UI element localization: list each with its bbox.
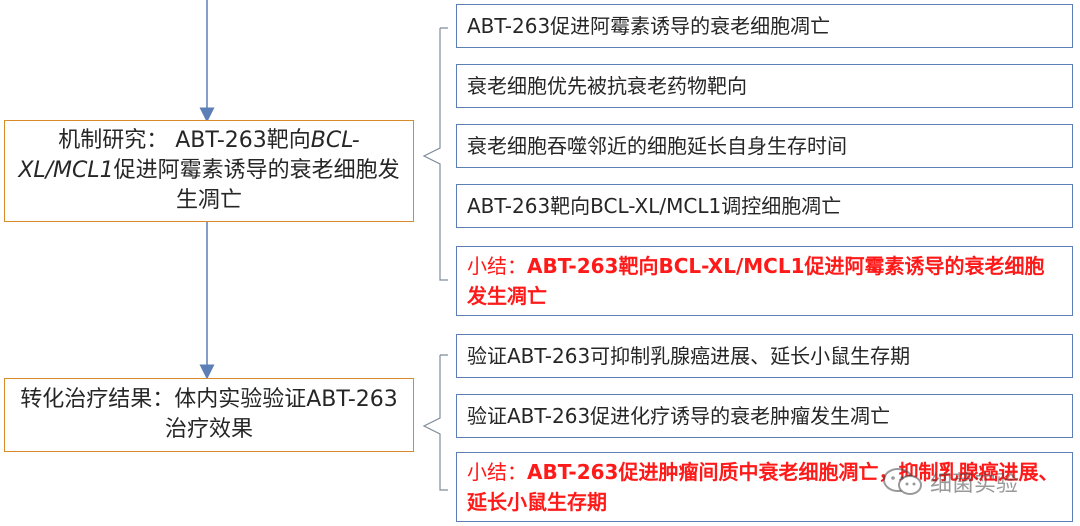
translation-label: 转化治疗结果：体内实验验证ABT-263治疗效果 [20, 387, 398, 442]
mechanism-node: 机制研究： ABT-263靶向BCL-XL/MCL1促进阿霉素诱导的衰老细胞发生… [4, 120, 414, 222]
mechanism-label-italic: BCL-XL/MCL1 [18, 128, 360, 183]
mechanism-summary-prefix: 小结： [467, 254, 527, 278]
translation-summary: 小结：ABT-263促进肿瘤间质中衰老细胞凋亡，抑制乳腺癌进展、延长小鼠生存期 [456, 452, 1073, 522]
mechanism-item-3: 衰老细胞吞噬邻近的细胞延长自身生存时间 [456, 124, 1073, 168]
watermark: 细菌实验 [882, 466, 1018, 498]
watermark-text: 细菌实验 [930, 472, 1019, 497]
bracket-mechanism [422, 27, 448, 281]
translation-summary-text: ABT-263促进肿瘤间质中衰老细胞凋亡，抑制乳腺癌进展、延长小鼠生存期 [467, 460, 1059, 514]
bracket-translation [422, 354, 448, 491]
mechanism-item-2: 衰老细胞优先被抗衰老药物靶向 [456, 64, 1073, 108]
mechanism-summary-text: ABT-263靶向BCL-XL/MCL1促进阿霉素诱导的衰老细胞发生凋亡 [467, 254, 1045, 308]
mechanism-label-suffix: 促进阿霉素诱导的衰老细胞发生凋亡 [113, 158, 400, 213]
wechat-icon [883, 468, 922, 495]
mechanism-summary: 小结：ABT-263靶向BCL-XL/MCL1促进阿霉素诱导的衰老细胞发生凋亡 [456, 246, 1073, 316]
mechanism-item-4: ABT-263靶向BCL-XL/MCL1调控细胞凋亡 [456, 184, 1073, 228]
translation-node: 转化治疗结果：体内实验验证ABT-263治疗效果 [4, 378, 414, 452]
translation-item-1: 验证ABT-263可抑制乳腺癌进展、延长小鼠生存期 [456, 334, 1073, 378]
translation-item-2: 验证ABT-263促进化疗诱导的衰老肿瘤发生凋亡 [456, 394, 1073, 438]
mechanism-label-prefix: 机制研究： ABT-263靶向 [58, 128, 311, 153]
mechanism-item-1: ABT-263促进阿霉素诱导的衰老细胞凋亡 [456, 4, 1073, 48]
translation-summary-prefix: 小结： [467, 460, 527, 484]
